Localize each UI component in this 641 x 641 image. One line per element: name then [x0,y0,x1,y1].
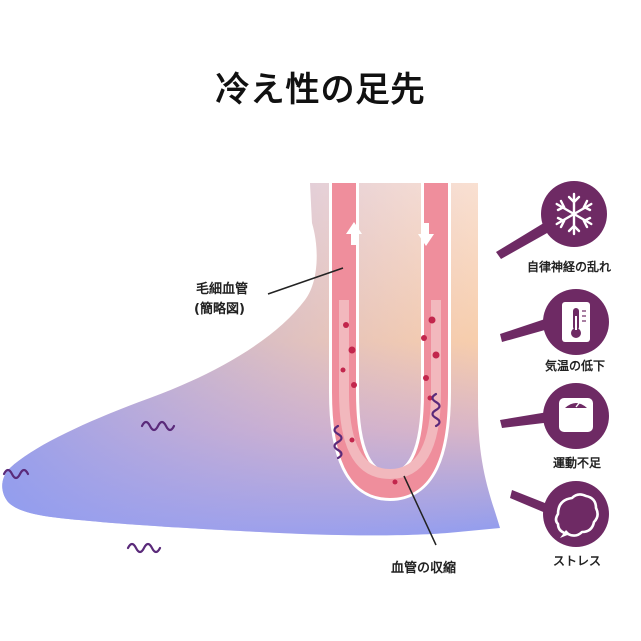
factor-autonomic-nerve [496,181,607,259]
factor-stress [510,481,609,547]
scale-icon [559,398,593,432]
capillary-leader-line [267,267,344,295]
vasoconstriction-label: 血管の収縮 [391,561,457,576]
factor-lack-of-exercise [500,383,609,449]
stress-bubble-icon [554,493,599,538]
flow-down-arrow-icon [418,223,434,246]
capillary-label: 毛細血管 [196,282,249,297]
vasoconstriction-leader-line [403,475,437,546]
factor-temperature-drop [500,289,609,355]
factor-label-stress: ストレス [552,554,601,568]
flow-up-arrow-icon [346,222,362,245]
capillary-sublabel: (簡略図) [194,302,245,317]
cold-squiggles [2,392,441,554]
thermometer-icon [562,302,590,342]
page-title: 冷え性の足先 [215,70,426,110]
snowflake-icon [555,192,593,236]
factor-label-temperature: 気温の低下 [544,359,605,373]
factor-label-exercise: 運動不足 [552,456,601,470]
factor-label-autonomic: 自律神経の乱れ [526,260,611,274]
capillary-loop [329,183,451,501]
foot-illustration [2,183,500,536]
